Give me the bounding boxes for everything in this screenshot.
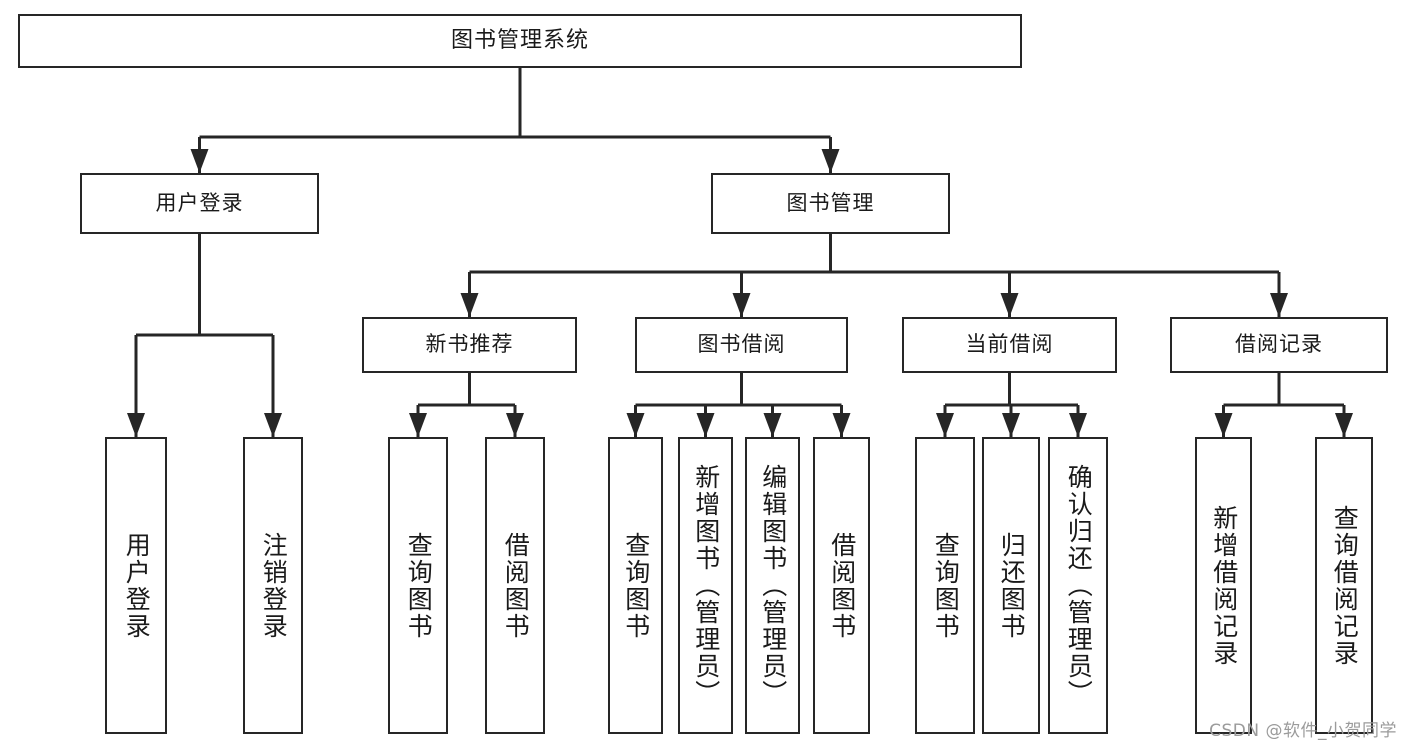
arrowhead-current_borrow — [1000, 293, 1019, 317]
arrowhead-leaf_borrow_book_2 — [832, 413, 851, 437]
node-user-login[interactable]: 用户登录 — [80, 173, 319, 234]
arrowhead-book_borrow — [732, 293, 751, 317]
arrowhead-borrow_record — [1270, 293, 1288, 317]
csdn-watermark: CSDN @软件_小贺同学 — [1209, 721, 1397, 741]
arrowhead-leaf_query_book_3 — [936, 413, 954, 437]
arrowhead-leaf_query_record — [1335, 413, 1353, 437]
arrowhead-leaf_borrow_book_1 — [506, 413, 524, 437]
arrowhead-leaf_add_book — [696, 413, 715, 437]
arrowhead-book_manage — [821, 149, 840, 173]
leaf-borrow-book[interactable]: 借阅图书 — [813, 437, 870, 734]
arrowhead-leaf_return_book — [1002, 413, 1020, 437]
leaf-query-book-current[interactable]: 查询图书 — [915, 437, 975, 734]
node-borrow-record[interactable]: 借阅记录 — [1170, 317, 1388, 373]
arrowhead-leaf_add_record — [1214, 413, 1233, 437]
node-book-management-system[interactable]: 图书管理系统 — [18, 14, 1022, 68]
arrowhead-user_login — [190, 149, 209, 173]
arrowhead-leaf_query_book_2 — [626, 413, 645, 437]
leaf-add-borrow-record[interactable]: 新增借阅记录 — [1195, 437, 1252, 734]
leaf-query-borrow-record[interactable]: 查询借阅记录 — [1315, 437, 1373, 734]
arrowhead-leaf_edit_book — [763, 413, 782, 437]
arrowhead-leaf_confirm_return — [1069, 413, 1087, 437]
leaf-logout[interactable]: 注销登录 — [243, 437, 303, 734]
leaf-borrow-book-recommend[interactable]: 借阅图书 — [485, 437, 545, 734]
leaf-query-book-recommend[interactable]: 查询图书 — [388, 437, 448, 734]
leaf-add-book-admin[interactable]: 新增图书（管理员） — [678, 437, 733, 734]
arrowhead-leaf_query_book_1 — [409, 413, 427, 437]
arrowhead-leaf_logout — [264, 413, 282, 437]
arrowhead-leaf_user_login — [127, 413, 145, 437]
node-new-book-recommend[interactable]: 新书推荐 — [362, 317, 577, 373]
node-book-borrow[interactable]: 图书借阅 — [635, 317, 848, 373]
leaf-edit-book-admin[interactable]: 编辑图书（管理员） — [745, 437, 800, 734]
leaf-query-book-borrow[interactable]: 查询图书 — [608, 437, 663, 734]
node-book-management[interactable]: 图书管理 — [711, 173, 950, 234]
leaf-return-book[interactable]: 归还图书 — [982, 437, 1040, 734]
leaf-confirm-return-admin[interactable]: 确认归还（管理员） — [1048, 437, 1108, 734]
node-current-borrow[interactable]: 当前借阅 — [902, 317, 1117, 373]
arrowhead-new_book_rec — [460, 293, 479, 317]
leaf-user-login[interactable]: 用户登录 — [105, 437, 167, 734]
